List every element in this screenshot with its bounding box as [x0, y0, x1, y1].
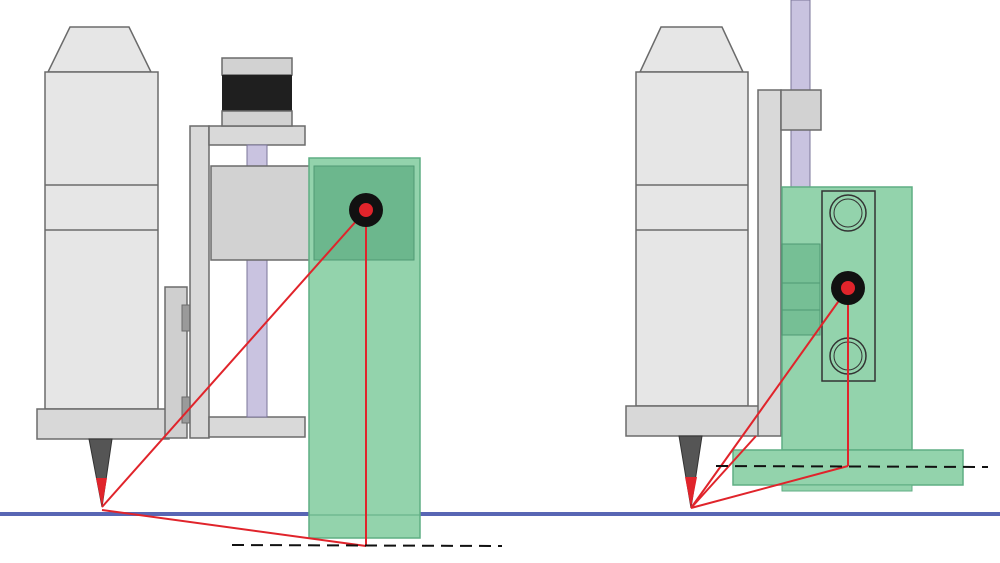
- left-assembly: [36, 26, 503, 547]
- left-spindle-body: [44, 71, 159, 410]
- right-pivot-point: [831, 271, 865, 305]
- right-upper-bearing: [829, 194, 867, 232]
- right-spindle-cap: [638, 26, 745, 73]
- right-assembly: [625, 0, 989, 509]
- left-rays: [101, 209, 367, 547]
- right-mount-plate: [757, 89, 782, 437]
- left-bracket: [164, 125, 306, 439]
- right-rays: [690, 287, 849, 509]
- left-tool-bit: [88, 438, 113, 508]
- right-tool-bit: [678, 435, 703, 509]
- left-stepper-motor: [221, 57, 293, 127]
- left-spindle-base: [36, 408, 170, 440]
- left-spindle-cap: [46, 26, 153, 73]
- right-tool-tip: [685, 477, 697, 508]
- left-spindle: [36, 26, 170, 508]
- right-spindle-body: [635, 71, 749, 407]
- right-spindle-base: [625, 405, 760, 437]
- left-pivot-point: [349, 193, 383, 227]
- left-dashed-reference: [231, 544, 503, 547]
- left-tool-tip: [96, 478, 107, 507]
- right-dashed-reference: [715, 465, 989, 468]
- left-carriage: [210, 165, 312, 261]
- right-spindle: [625, 26, 760, 509]
- right-rail-clamp: [780, 89, 822, 131]
